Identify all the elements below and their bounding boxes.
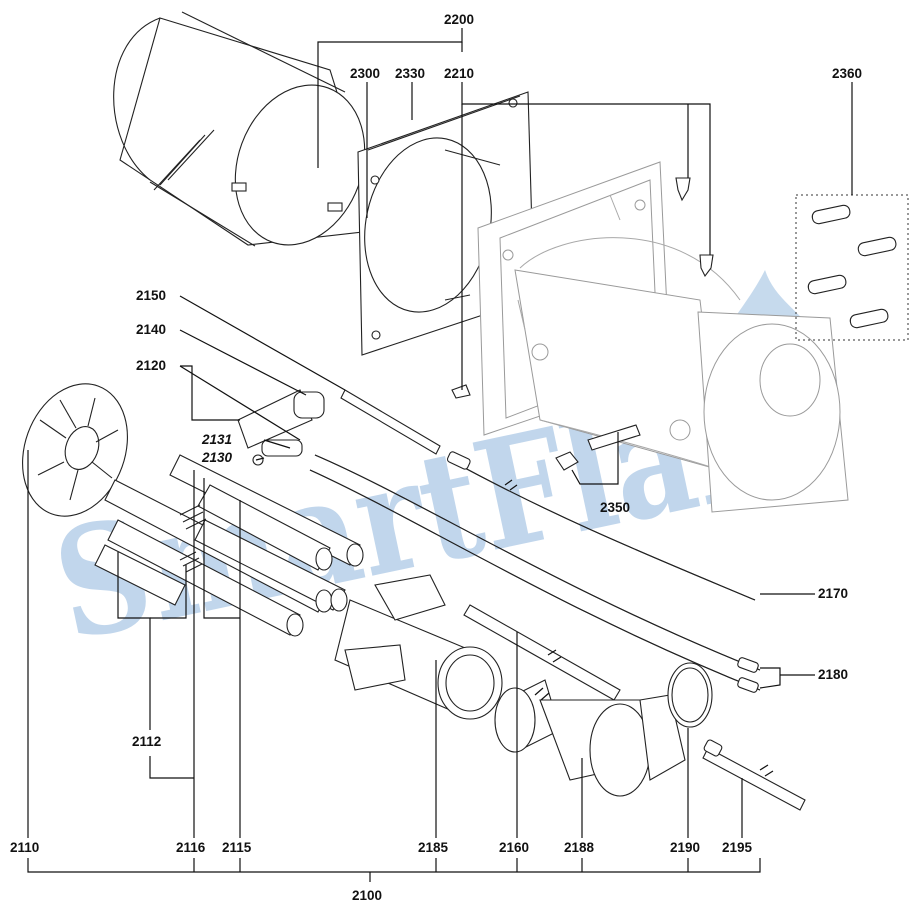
callout-2185: 2185 xyxy=(418,840,449,855)
callout-2115: 2115 xyxy=(222,840,252,855)
screw-2210-b xyxy=(699,254,714,278)
callout-2110: 2110 xyxy=(10,840,39,855)
nozzle-holder xyxy=(463,604,621,753)
callout-2150: 2150 xyxy=(136,288,166,303)
fitting-2350 xyxy=(555,424,641,471)
mixing-head xyxy=(334,574,503,720)
callout-2180: 2180 xyxy=(818,667,848,682)
callout-2210: 2210 xyxy=(444,66,474,81)
callout-2170: 2170 xyxy=(818,586,848,601)
callout-2120: 2120 xyxy=(136,358,166,373)
callout-2195: 2195 xyxy=(722,840,753,855)
callout-2188: 2188 xyxy=(564,840,595,855)
burner-housing-ghost xyxy=(477,161,849,513)
ignition-cables xyxy=(309,454,761,693)
o-ring xyxy=(667,662,713,728)
rod-2150 xyxy=(340,389,441,455)
blast-tube xyxy=(113,11,381,247)
screw-2210-a xyxy=(675,177,691,202)
electrode-bracket xyxy=(237,389,325,466)
break-marks xyxy=(504,479,774,777)
nozzle-kit-box xyxy=(795,194,909,341)
callout-2360: 2360 xyxy=(832,66,862,81)
callout-2116: 2116 xyxy=(176,840,206,855)
callout-2160: 2160 xyxy=(499,840,529,855)
callout-2200: 2200 xyxy=(444,12,474,27)
callout-2300: 2300 xyxy=(350,66,380,81)
callout-labels: 2200 2300 2330 2210 2360 2150 2140 2120 … xyxy=(10,12,862,903)
callout-2190: 2190 xyxy=(670,840,700,855)
callout-2130: 2130 xyxy=(201,450,233,465)
callout-2330: 2330 xyxy=(395,66,425,81)
callout-2140: 2140 xyxy=(136,322,166,337)
callout-2112: 2112 xyxy=(132,734,161,749)
pin-2195 xyxy=(702,739,806,811)
callout-2100: 2100 xyxy=(352,888,382,903)
diffuser-disc xyxy=(22,383,128,517)
leader-lines xyxy=(27,28,853,882)
callout-2131: 2131 xyxy=(201,432,232,447)
burner-head-2188 xyxy=(539,694,686,797)
sensor-cable-2170 xyxy=(446,451,756,601)
screw-bottom xyxy=(451,384,471,399)
callout-2350: 2350 xyxy=(600,500,630,515)
